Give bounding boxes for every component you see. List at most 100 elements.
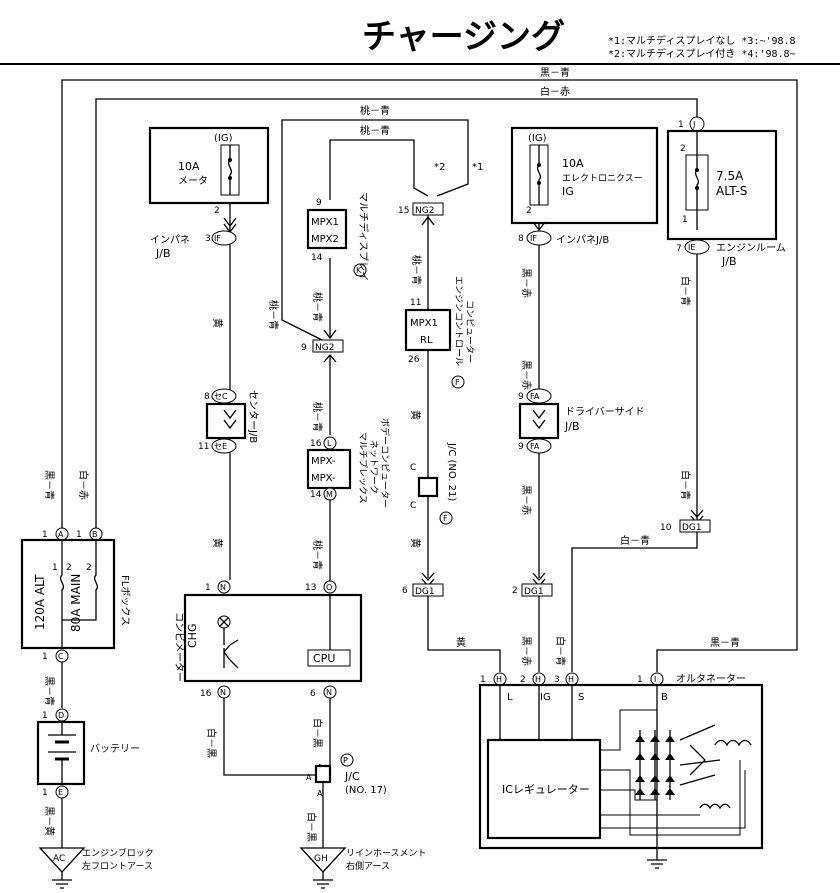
combi-conn-n1: N (220, 688, 226, 697)
dg1-6-pin: 6 (402, 586, 408, 596)
center-jb-label: センターJ/B (247, 390, 259, 443)
wire-label-bk-bl-left: 黒－青 (43, 470, 56, 500)
alt-s-pin-top: 1 (678, 120, 684, 130)
jc17-a-bot: A (317, 789, 323, 798)
wire-black-blue (61, 79, 798, 672)
wire-label-bk-bl-alt: 黒－青 (710, 636, 740, 649)
mpx-display-l2: MPX2 (311, 234, 339, 245)
mpx-display-l1: MPX1 (311, 217, 339, 228)
ecu-conn-pin: 8 (518, 234, 524, 244)
connector-pin-oval (526, 438, 552, 454)
jc21-c-top: C (410, 463, 416, 473)
connector-pin-rect (521, 583, 553, 597)
fuse-icon (59, 540, 65, 648)
ground-ac-icon (38, 847, 86, 873)
fl-fuse-main: 80A MAIN (69, 574, 83, 632)
connector-pin-rect (412, 202, 444, 216)
alt-s-pin2: 2 (680, 144, 686, 154)
connector-pin-circle (353, 263, 367, 277)
alt-internal-wires (499, 685, 658, 848)
fuse-terminal (537, 163, 541, 167)
stator-coil-icon (679, 724, 752, 810)
ecu-fuse-name2: IG (562, 185, 574, 198)
fl-f1-num: 1 (52, 563, 58, 573)
note-star2: *2 (434, 162, 445, 173)
connector-pin-oval (211, 230, 237, 246)
jc21-label: J/C (NO. 21) (446, 442, 457, 501)
meter-fuse-pin: 2 (214, 206, 220, 216)
alt-pin-h3: 3 (554, 675, 560, 685)
connector-pin-oval (526, 230, 552, 246)
connector-arrow-icon (532, 221, 546, 232)
wire-pink-blue-inner (329, 139, 429, 200)
meter-fuse-box (148, 126, 270, 205)
alt-s-rating: 7.5A (716, 169, 744, 183)
meter-fuse-name: メータ (178, 175, 208, 187)
driver-jb-box (518, 402, 560, 440)
ng2-top-pin: 15 (398, 206, 409, 216)
jc17-a-mid: A (306, 773, 312, 782)
wire-label-bk-rd-a: 黒－赤 (520, 268, 532, 298)
ground-ac: AC (53, 854, 65, 864)
combimeter-chg: CHG (186, 624, 199, 648)
ground-gh: GH (314, 854, 328, 864)
center-jb-pin-bot: 11 (198, 442, 209, 452)
fl-f2-num2: 2 (66, 563, 72, 573)
meter-conn-pin: 3 (205, 234, 211, 244)
engine-ecu-label2: コンピューター (464, 300, 475, 363)
combi-conn-n2: N (326, 688, 332, 697)
driver-jb-pin-bot: 9 (518, 442, 524, 452)
fuse-terminal (537, 181, 541, 185)
wire-label-pk-bl-g: 桃－青 (410, 255, 423, 285)
fl-box-label: FLボックス (119, 575, 131, 626)
wire-label-pk-bl-c: 桃－青 (267, 300, 280, 330)
alt-pin-i: 1 (637, 675, 643, 685)
alt-pin-h1: 1 (480, 675, 486, 685)
wire-label-wt-bl-a: 白－青 (679, 276, 692, 306)
wire-yellow-to-alt (427, 596, 501, 672)
alt-pin-h2: 2 (520, 675, 526, 685)
fuse-terminal (695, 168, 699, 172)
diagram-title: チャージング (362, 17, 565, 57)
combi-pin-n2: 6 (310, 689, 316, 699)
wire-label-wt-bk-c: 白－黒 (305, 812, 318, 842)
wire-white-red (95, 98, 698, 535)
meter-ig: (IG) (214, 133, 233, 144)
wire-label-yl-e: 黄 (456, 636, 466, 649)
alt-conn-i: I (654, 675, 656, 684)
wire-label-bk-bl: 黒－青 (540, 66, 570, 79)
connector-arrow-icon (421, 215, 435, 226)
engine-ecu-l2: RL (420, 335, 433, 346)
center-jb-conn-bot: セE (214, 442, 227, 451)
body-ecu-label1: マルチプレックス (357, 432, 368, 504)
ecu-ig-fuse-box (510, 126, 659, 225)
battery-conn-e: E (58, 788, 63, 797)
jc17-label: J/C (344, 770, 360, 783)
dg1-10-pin: 10 (660, 523, 672, 533)
meter-label2: J/B (155, 247, 171, 260)
transistor-icon (223, 628, 239, 669)
wire-pink-blue-left (281, 150, 323, 341)
connector-pin-circle (451, 375, 465, 389)
fl-fuse-alt: 120A ALT (33, 574, 47, 630)
connector-arrow-icon (323, 329, 337, 340)
battery-conn-d: D (58, 711, 64, 720)
connector-pin-circle (217, 580, 231, 594)
center-jb-box (205, 402, 247, 440)
jc17-label2: (NO. 17) (345, 785, 387, 796)
ground-gh-icon (299, 847, 347, 873)
connector-pin-rect (312, 339, 344, 353)
wire-label-pk-bl-b: 桃－青 (360, 124, 390, 137)
dg1-10-name: DG1 (682, 523, 702, 533)
mpx-display-label: マルチディスプレイ (357, 192, 370, 281)
note-line-1: *1:マルチディスプレイなし *3:~'98.8 (608, 34, 796, 47)
wire-label-bk-rd-b: 黒－赤 (520, 360, 532, 390)
ng2-left-pin: 9 (301, 343, 307, 353)
connector-pin-circle (323, 487, 337, 501)
rectifier-diode-icon (635, 730, 675, 800)
body-ecu-conn-bot: M (326, 490, 333, 499)
mpx-display-letter: K (356, 266, 362, 275)
meter-label: インパネ (150, 234, 190, 246)
meter-fuse-rating: 10A (178, 160, 200, 173)
wire-label-pk-bl-f: 桃－青 (311, 540, 324, 570)
